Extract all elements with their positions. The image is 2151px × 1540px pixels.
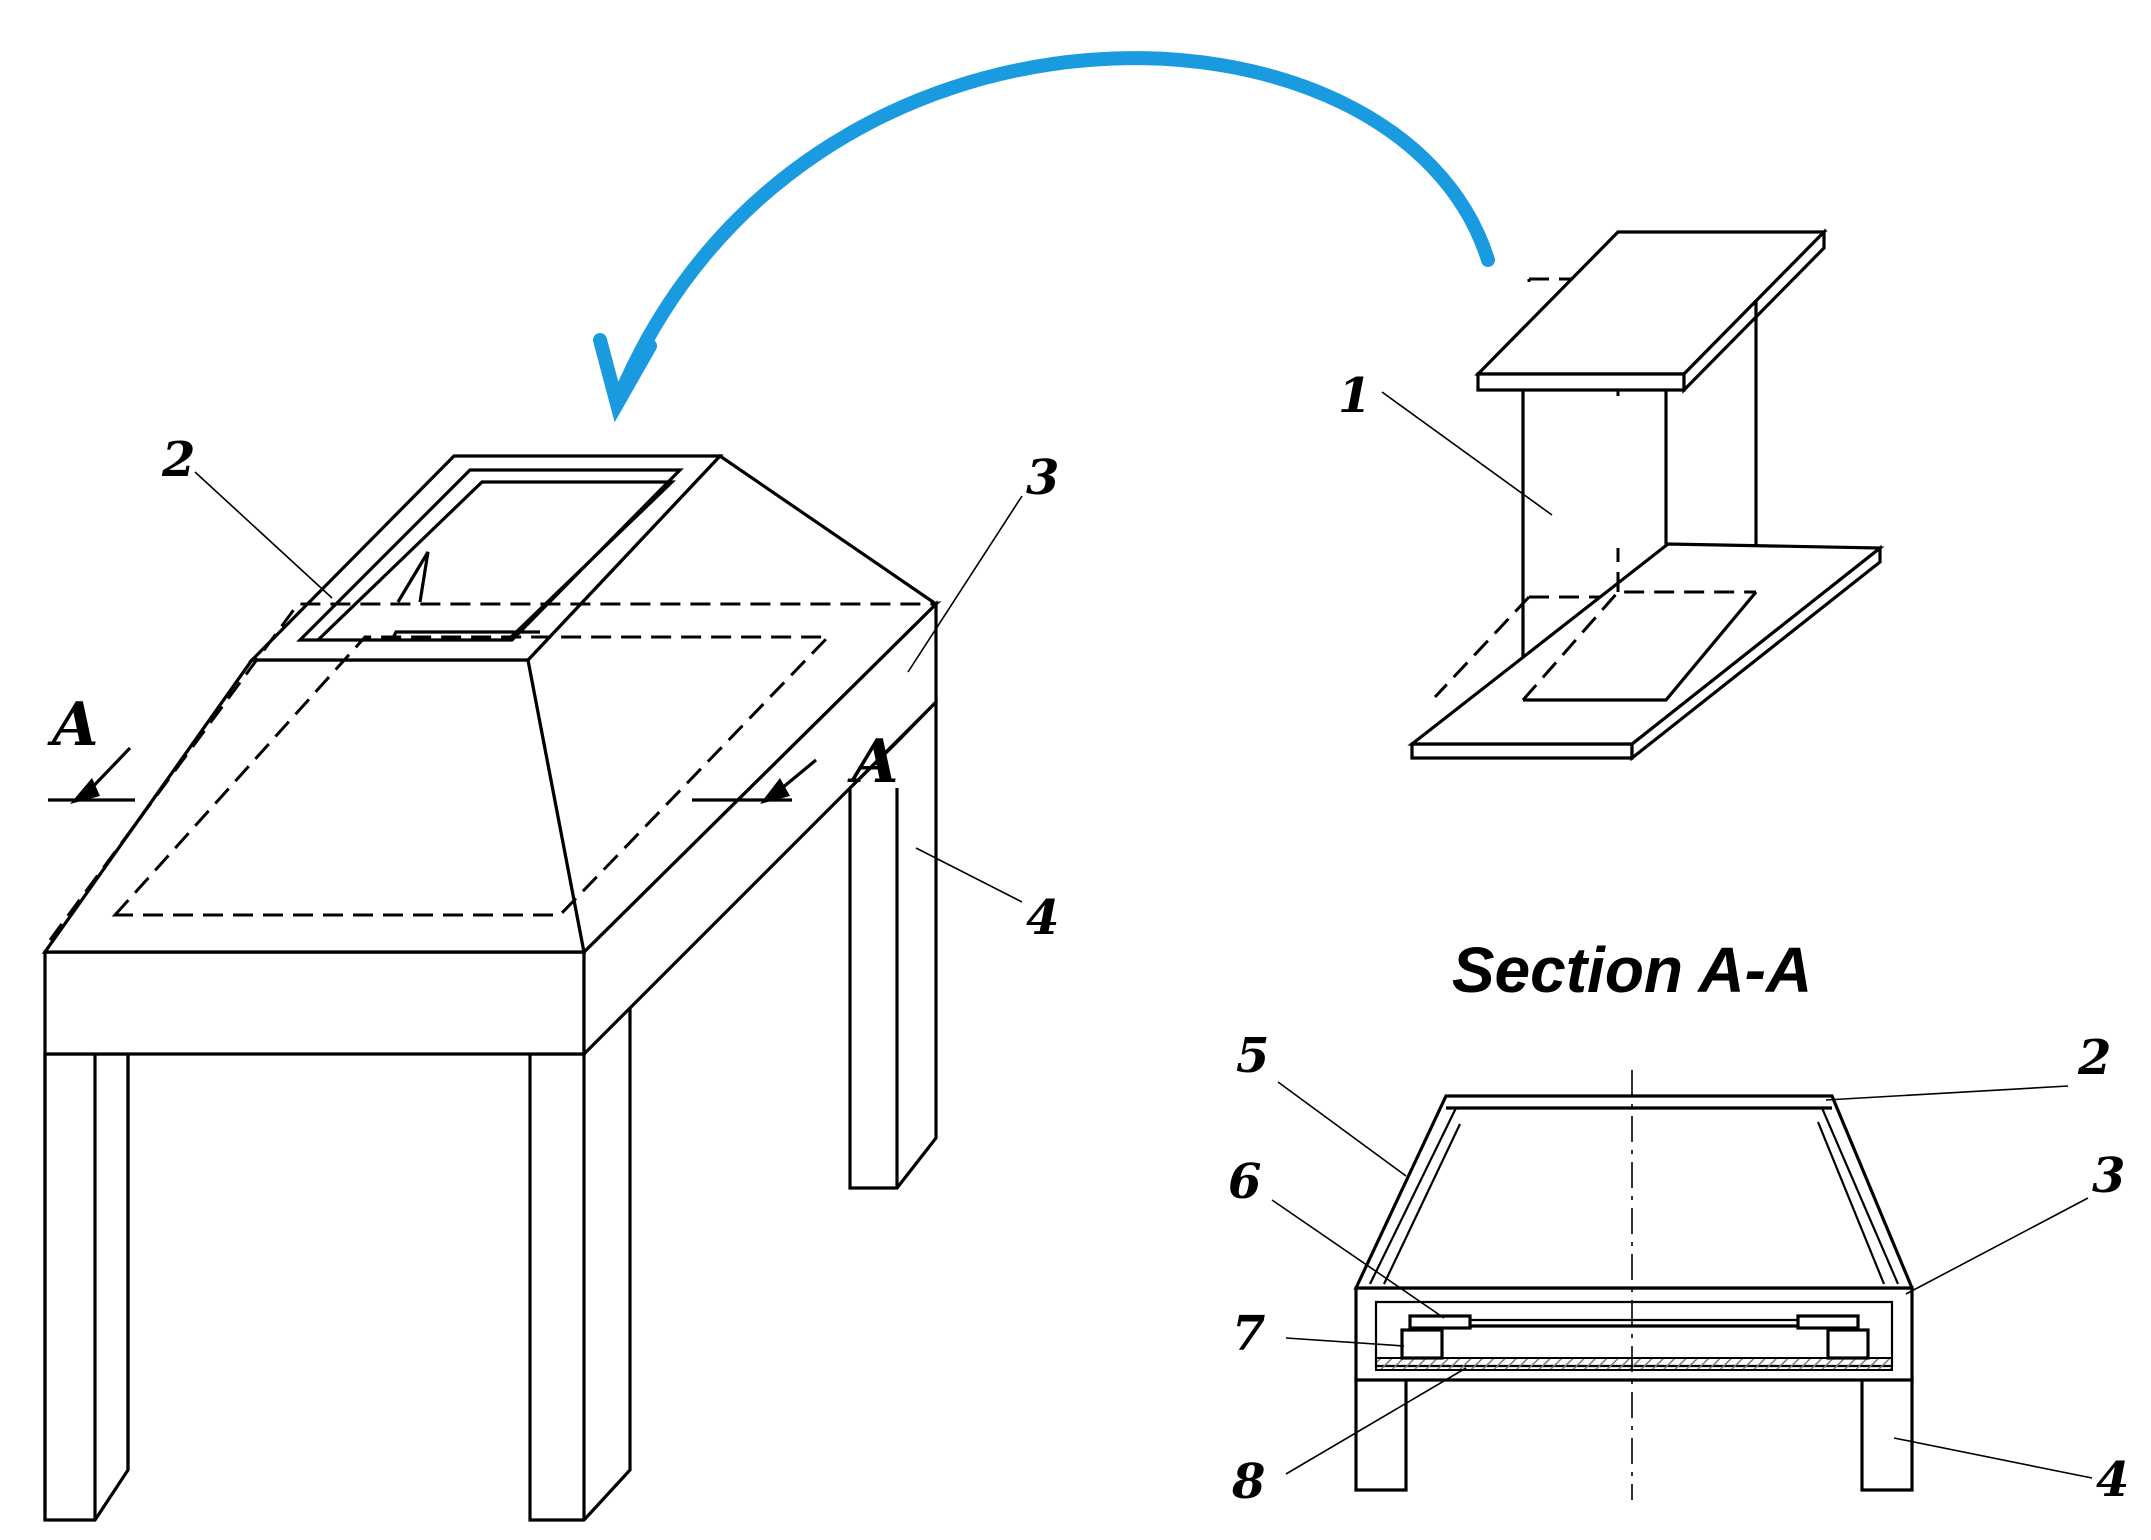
label-4-section: 4 [2096,1452,2129,1508]
section-marker-right: A [692,727,899,804]
label-7: 7 [1232,1306,1265,1362]
label-8: 8 [1231,1454,1265,1510]
label-2-top: 2 [161,432,195,488]
section-letter-right: A [847,727,899,797]
label-1: 1 [1338,368,1371,424]
i-beam-part: 1 [1338,228,1885,762]
label-6: 6 [1228,1154,1261,1210]
table-assembly: 2 3 4 A A [41,432,1059,1522]
section-title: Section A-A [1452,934,1812,1006]
placement-arrow [593,51,1495,423]
label-4-top: 4 [1026,890,1059,946]
section-letter-left: A [47,690,99,760]
section-marker-left: A [47,690,135,804]
label-2-section: 2 [2077,1030,2111,1086]
label-3-section: 3 [2092,1148,2125,1204]
label-5: 5 [1236,1028,1269,1084]
section-view: Section A-A 5 2 6 3 7 [1228,934,2129,1510]
label-3-top: 3 [1026,450,1059,506]
